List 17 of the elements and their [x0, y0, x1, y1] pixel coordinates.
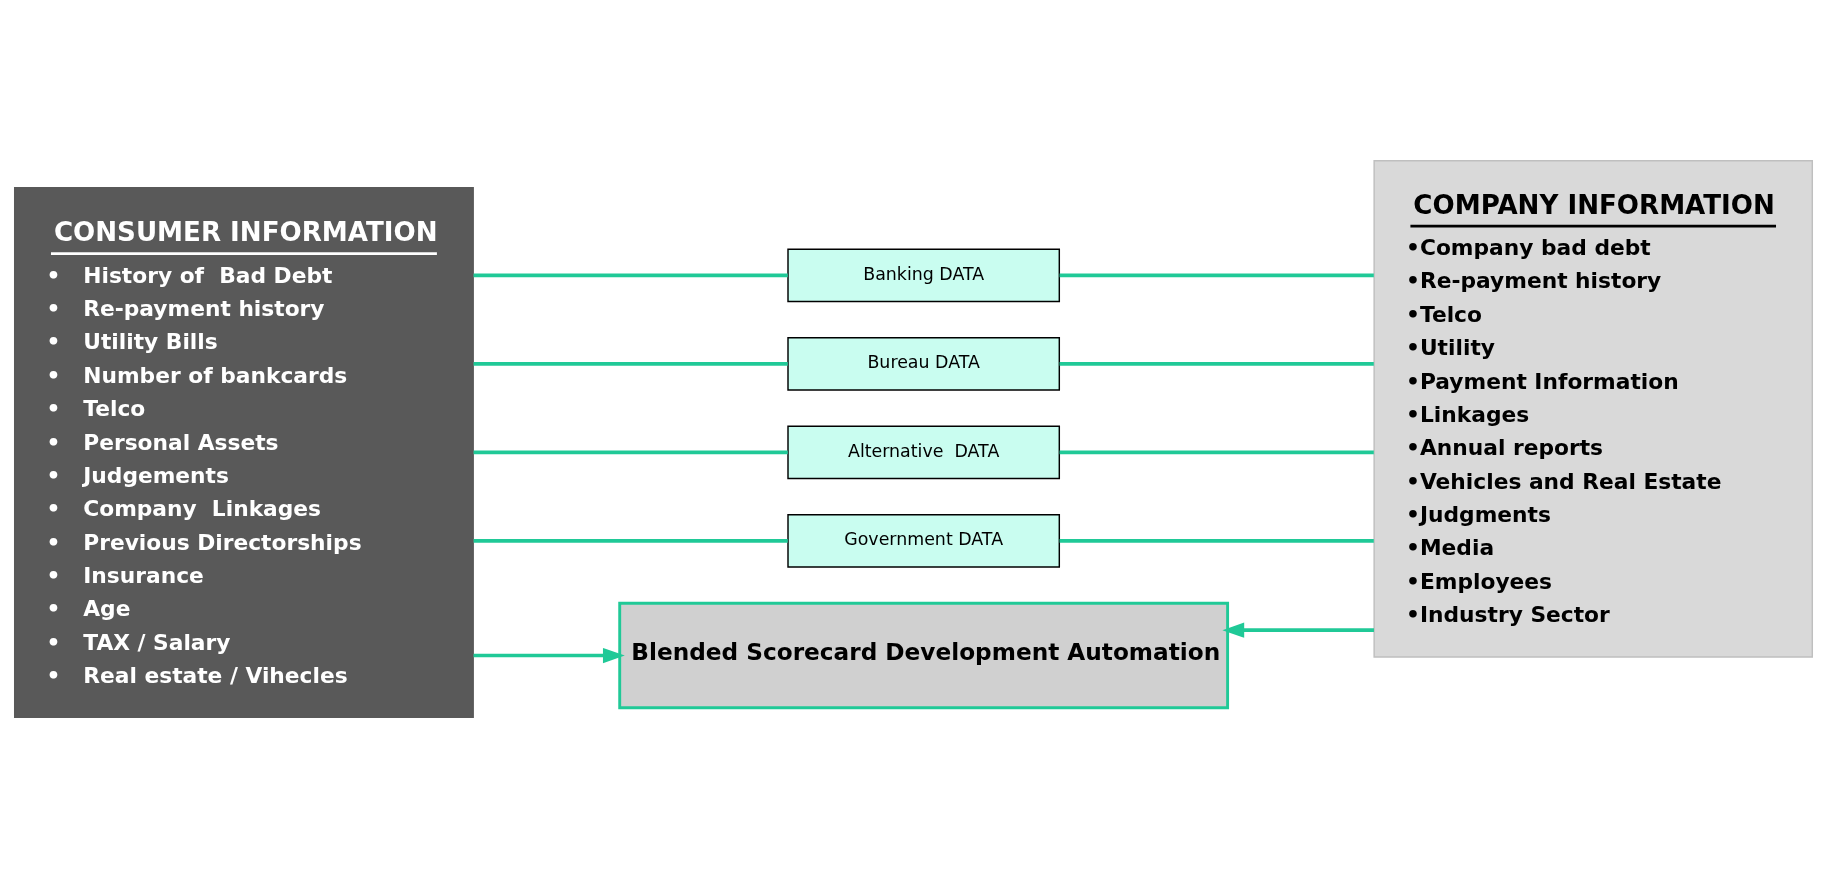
connector — [1059, 538, 1374, 543]
arrow — [1222, 622, 1374, 638]
connector — [473, 450, 788, 454]
connector — [473, 538, 788, 543]
arrow — [473, 647, 625, 663]
connector — [473, 273, 788, 277]
node-box: Alternative DATA — [787, 425, 1061, 479]
node-box: Government DATA — [787, 513, 1061, 568]
node-box: Bureau DATA — [787, 336, 1061, 391]
connector — [1059, 361, 1374, 366]
node-box: Blended Scorecard Development Automation — [618, 601, 1230, 709]
node-box: COMPANY INFORMATION •Company bad debt •Re-payment history •Telco •Utility •Payment Information •Linkages •Annual reports •Vehicles and Real Estate •Judgments •Media •Employees •Industry Sector — [1373, 159, 1813, 658]
connector — [1059, 450, 1374, 454]
connector — [473, 361, 788, 366]
node-box: CONSUMER INFORMATION • History of Bad Debt • Re-payment history • Utility Bills • Number of bankcards • Telco • Personal Assets • Judgements • Company Linkages • Previous Directorships • Insurance • Age • TAX / Salary • Real estate / Vihecles — [14, 186, 474, 718]
connector — [1059, 273, 1374, 277]
node-box: Banking DATA — [787, 248, 1061, 302]
